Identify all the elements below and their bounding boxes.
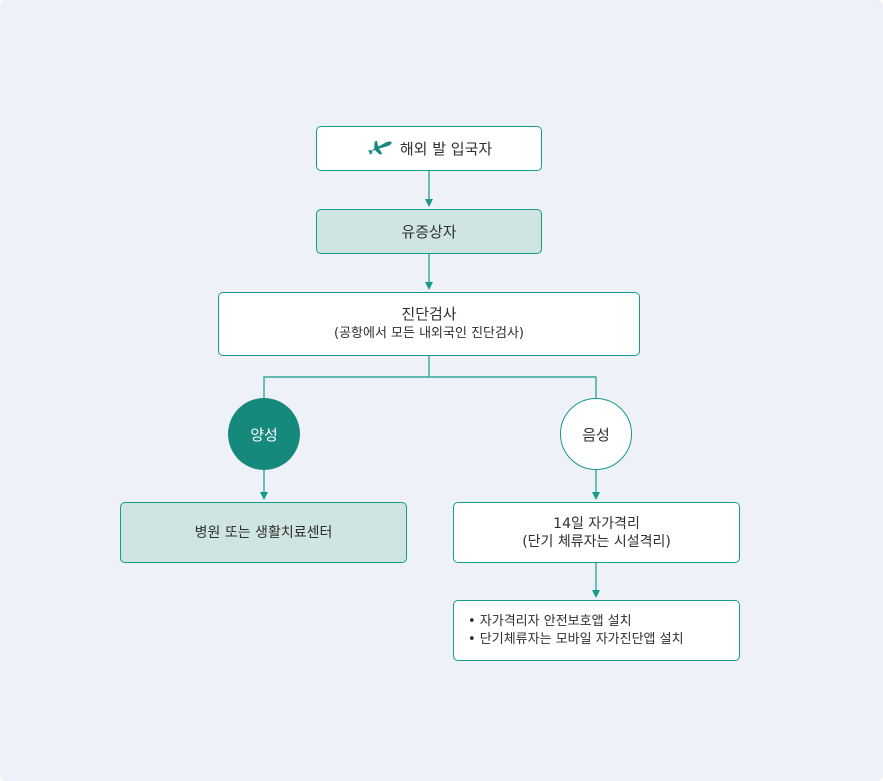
arrival-box: 해외 발 입국자 — [316, 126, 542, 171]
test-subtitle: (공항에서 모든 내외국인 진단검사) — [334, 326, 524, 341]
symptomatic-label: 유증상자 — [401, 222, 457, 241]
apps-list: • 자가격리자 안전보호앱 설치 • 단기체류자는 모바일 자가진단앱 설치 — [468, 613, 684, 649]
symptomatic-box: 유증상자 — [316, 209, 542, 254]
quarantine-subtitle: (단기 체류자는 시설격리) — [522, 533, 671, 550]
list-item: • 단기체류자는 모바일 자가진단앱 설치 — [468, 631, 684, 647]
hospital-box: 병원 또는 생활치료센터 — [120, 502, 407, 563]
split-line — [263, 376, 597, 400]
test-box: 진단검사 (공항에서 모든 내외국인 진단검사) — [218, 292, 640, 356]
negative-label: 음성 — [582, 425, 610, 444]
quarantine-box: 14일 자가격리 (단기 체류자는 시설격리) — [453, 502, 740, 563]
test-title: 진단검사 — [401, 305, 457, 323]
hospital-label: 병원 또는 생활치료센터 — [194, 524, 333, 541]
airplane-icon — [366, 137, 394, 161]
list-item: • 자가격리자 안전보호앱 설치 — [468, 613, 632, 629]
positive-label: 양성 — [250, 425, 278, 444]
quarantine-title: 14일 자가격리 — [553, 515, 640, 532]
apps-box: • 자가격리자 안전보호앱 설치 • 단기체류자는 모바일 자가진단앱 설치 — [453, 600, 740, 661]
arrival-label: 해외 발 입국자 — [399, 139, 493, 158]
negative-circle: 음성 — [560, 398, 632, 470]
positive-circle: 양성 — [228, 398, 300, 470]
